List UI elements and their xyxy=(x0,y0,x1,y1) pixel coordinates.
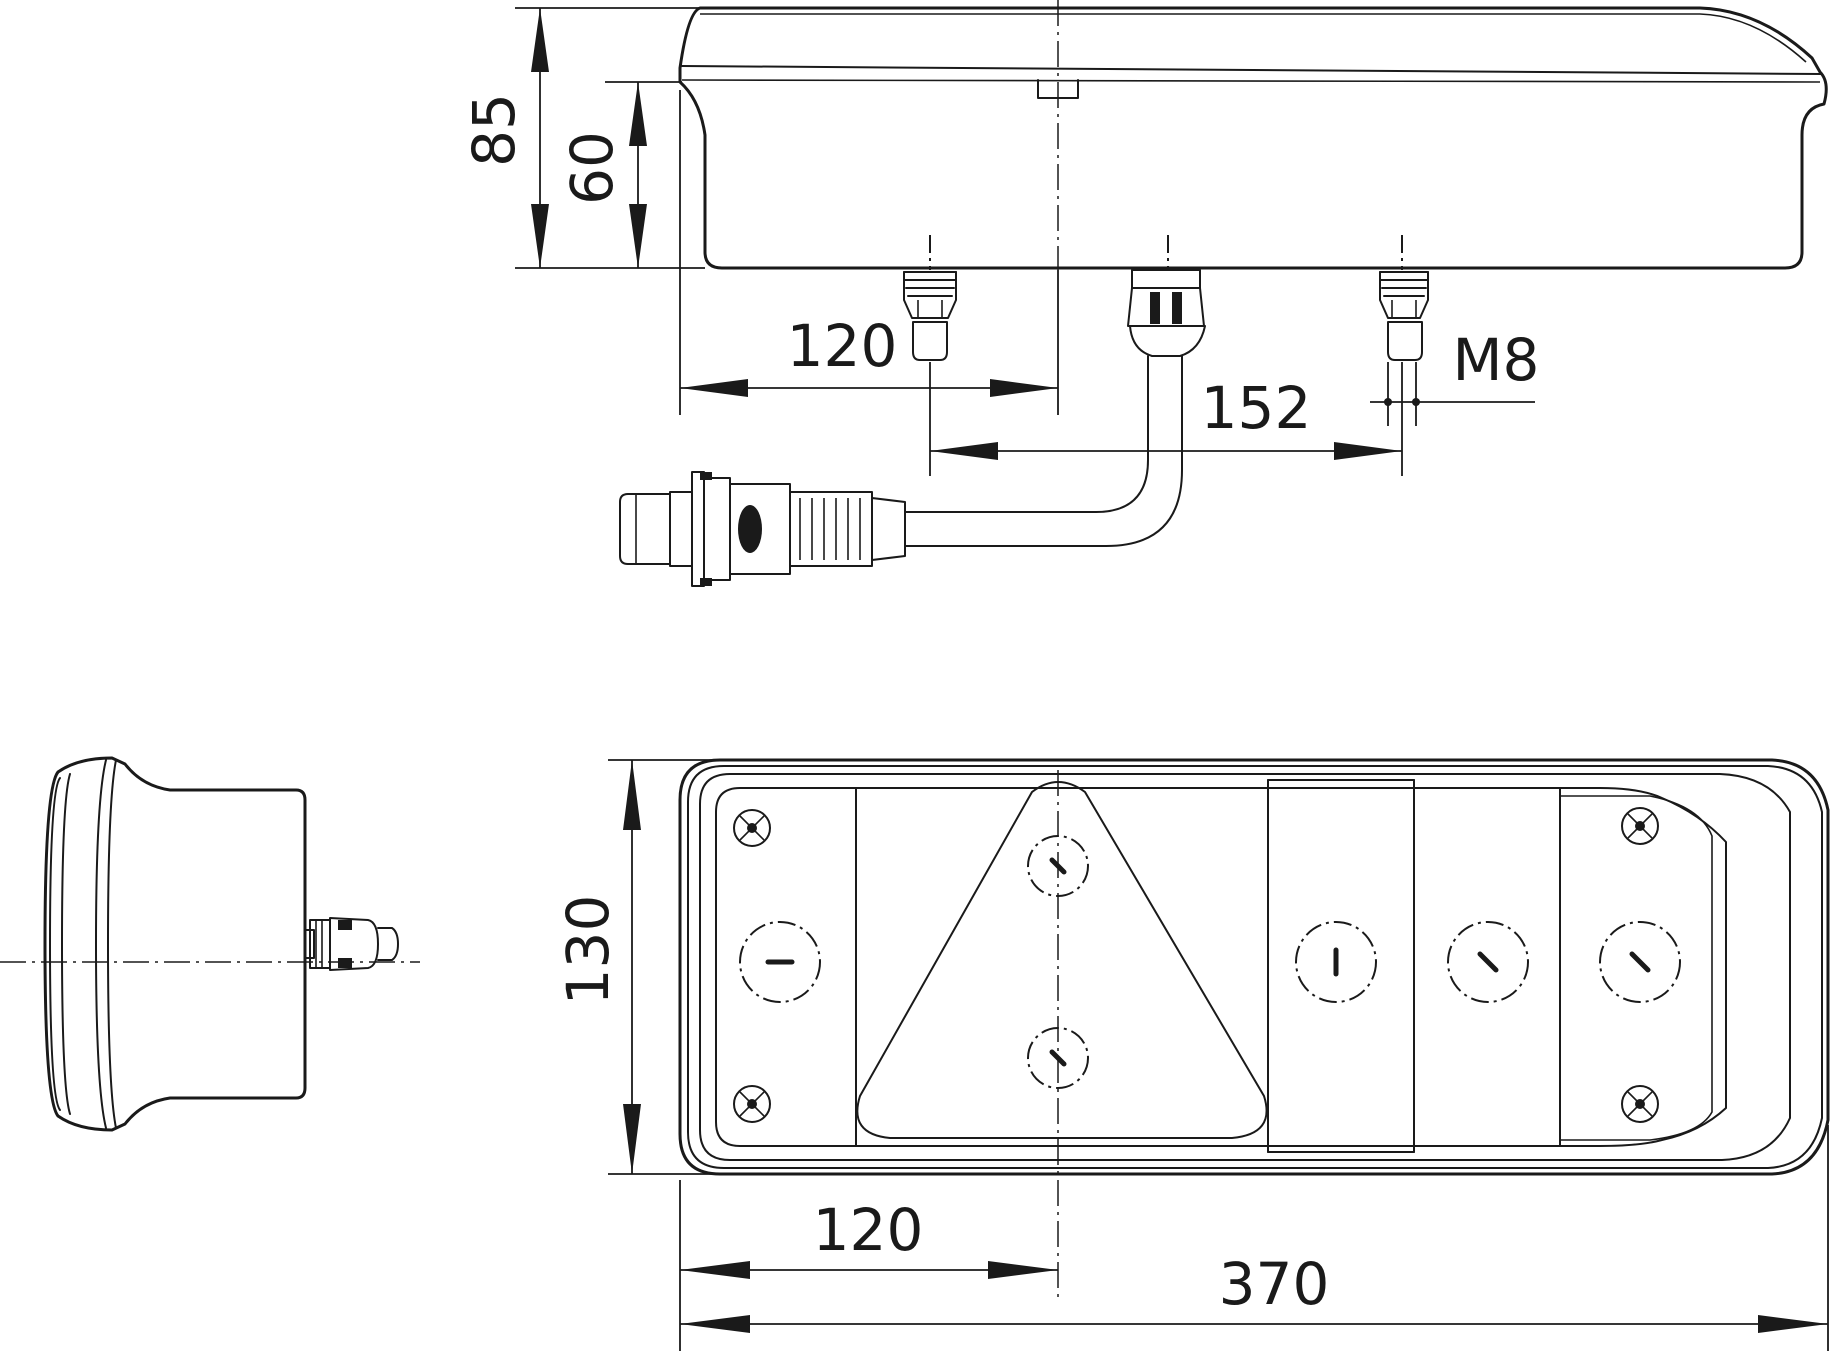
connection-cable xyxy=(904,355,1183,547)
front-view-lens xyxy=(715,787,1727,1147)
dim-label-370: 370 xyxy=(1219,1250,1330,1318)
lens-dividers xyxy=(855,779,1561,1153)
front-view xyxy=(678,758,1830,1300)
dim-label-60: 60 xyxy=(558,131,626,205)
front-view-outer-body xyxy=(678,758,1830,1176)
bulb-socket-6 xyxy=(1599,921,1681,1003)
plug-connector xyxy=(619,471,906,587)
dim-label-thread: M8 xyxy=(1453,326,1540,394)
top-view xyxy=(619,0,1828,587)
top-view-rim xyxy=(681,79,1821,83)
mounting-screw-top-right xyxy=(1621,807,1659,845)
dim-label-120-top: 120 xyxy=(787,312,898,380)
side-view xyxy=(0,756,420,1132)
dim-label-152: 152 xyxy=(1201,374,1312,442)
mounting-screw-top-left xyxy=(733,809,771,847)
cable-gland xyxy=(1127,235,1206,357)
top-view-lens-inner xyxy=(700,13,1807,63)
top-view-housing xyxy=(678,6,1828,270)
reflector-triangle xyxy=(856,781,1268,1139)
mounting-screw-bottom-left xyxy=(733,1085,771,1123)
side-view-body xyxy=(43,756,307,1132)
mounting-stud-left xyxy=(903,235,957,361)
dim-label-130: 130 xyxy=(554,895,622,1006)
top-view-lens-line xyxy=(681,65,1823,75)
top-view-dimensions xyxy=(515,7,1535,476)
mounting-stud-right xyxy=(1379,235,1429,361)
bulb-socket-1 xyxy=(739,921,821,1003)
bulb-socket-3 xyxy=(1027,1027,1089,1089)
bulb-socket-2 xyxy=(1027,835,1089,897)
side-view-gland xyxy=(304,917,399,971)
bulb-socket-4 xyxy=(1295,921,1377,1003)
side-view-lens xyxy=(49,773,71,1115)
dim-label-85: 85 xyxy=(460,93,528,167)
dim-label-120-front: 120 xyxy=(813,1196,924,1264)
bulb-socket-5 xyxy=(1447,921,1529,1003)
mounting-screw-bottom-right xyxy=(1621,1085,1659,1123)
